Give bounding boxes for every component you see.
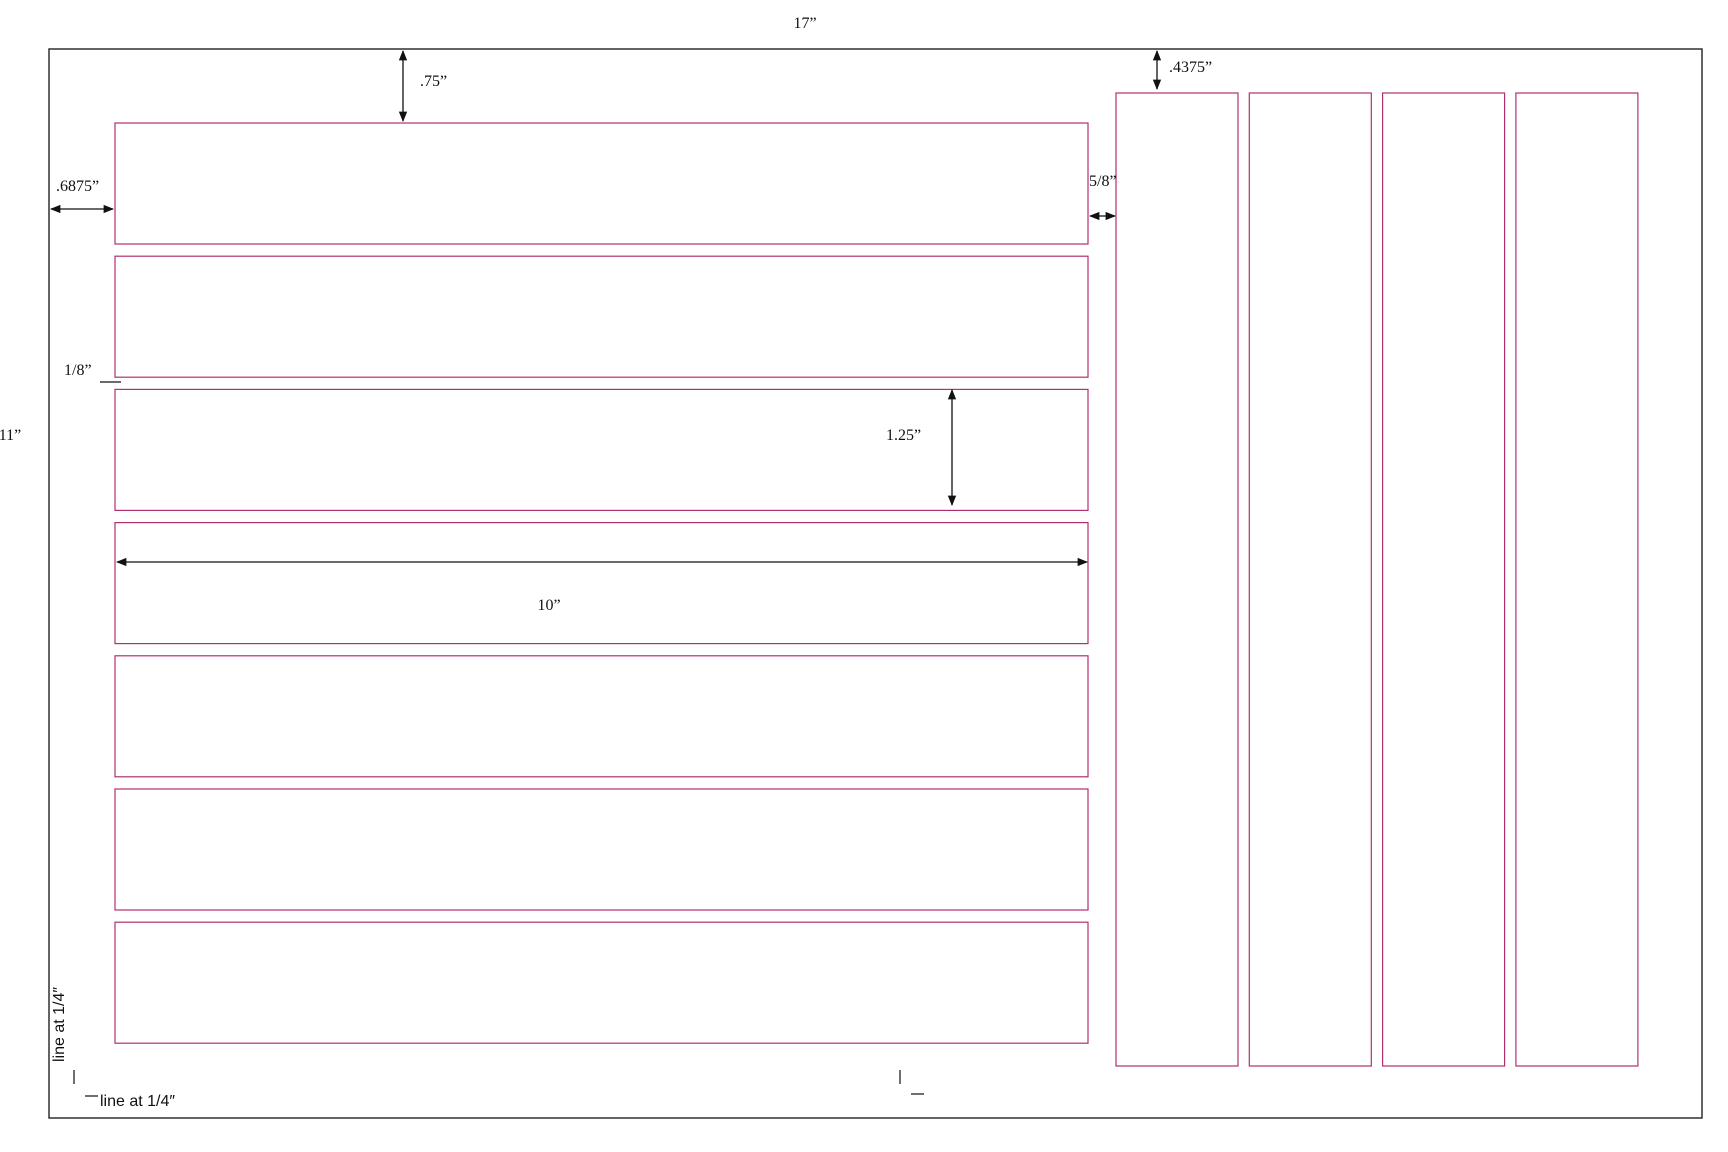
vertical-label-column (1381, 92, 1506, 1067)
sheet-width-label: 17” (793, 15, 816, 32)
vertical-label-columns (1115, 92, 1639, 1067)
horizontal-label-strip (114, 921, 1089, 1044)
top-margin-columns-label: .4375” (1169, 59, 1212, 76)
horizontal-label-strip (114, 788, 1089, 911)
gutter-label: 5/8” (1089, 173, 1117, 190)
vertical-label-column (1515, 92, 1639, 1067)
horizontal-label-strips (114, 122, 1089, 1044)
horizontal-label-strip (114, 521, 1089, 645)
strip-gap-label: 1/8” (64, 362, 92, 379)
horizontal-label-strip (114, 122, 1089, 245)
horizontal-label-strip (114, 655, 1089, 778)
horizontal-label-strip (114, 255, 1089, 378)
strip-height-label: 1.25” (886, 427, 921, 444)
sheet-border (48, 48, 1703, 1119)
left-margin-label: .6875” (56, 178, 99, 195)
vertical-label-column (1115, 92, 1239, 1067)
sheet-height-label: 11” (0, 427, 21, 444)
top-margin-strips-label: .75” (420, 73, 447, 90)
vertical-label-column (1248, 92, 1372, 1067)
horizontal-label-strip (114, 388, 1089, 511)
vertical-line-note: line at 1/4″ (51, 987, 68, 1062)
horizontal-line-note: line at 1/4″ (100, 1093, 175, 1110)
strip-width-label: 10” (537, 597, 560, 614)
